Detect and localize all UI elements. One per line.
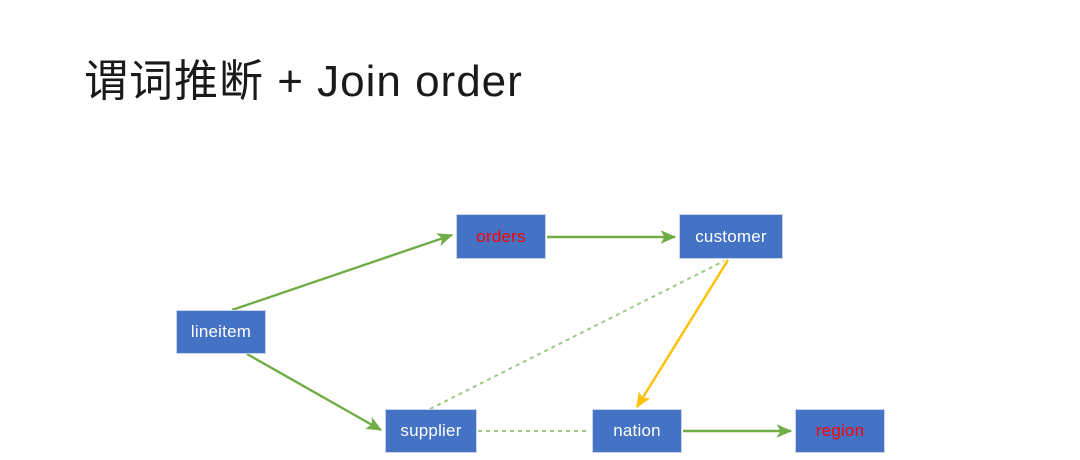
edge-lineitem-supplier	[246, 352, 383, 432]
edge-lineitem-orders	[231, 233, 454, 312]
node-lineitem[interactable]: lineitem	[176, 310, 266, 354]
edge-customer-nation	[635, 259, 730, 409]
node-label-orders: orders	[476, 226, 526, 246]
node-label-nation: nation	[613, 421, 661, 440]
node-nation[interactable]: nation	[592, 409, 682, 453]
node-customer[interactable]: customer	[679, 214, 783, 259]
edge-supplier-customer	[429, 260, 725, 410]
node-label-supplier: supplier	[400, 421, 462, 440]
node-label-customer: customer	[695, 226, 767, 246]
node-label-lineitem: lineitem	[190, 322, 252, 341]
node-region[interactable]: region	[795, 409, 885, 453]
node-orders[interactable]: orders	[456, 214, 546, 259]
node-label-region: region	[815, 421, 865, 440]
node-supplier[interactable]: supplier	[385, 409, 477, 453]
page-title: 谓词推断 + Join order	[84, 57, 523, 106]
